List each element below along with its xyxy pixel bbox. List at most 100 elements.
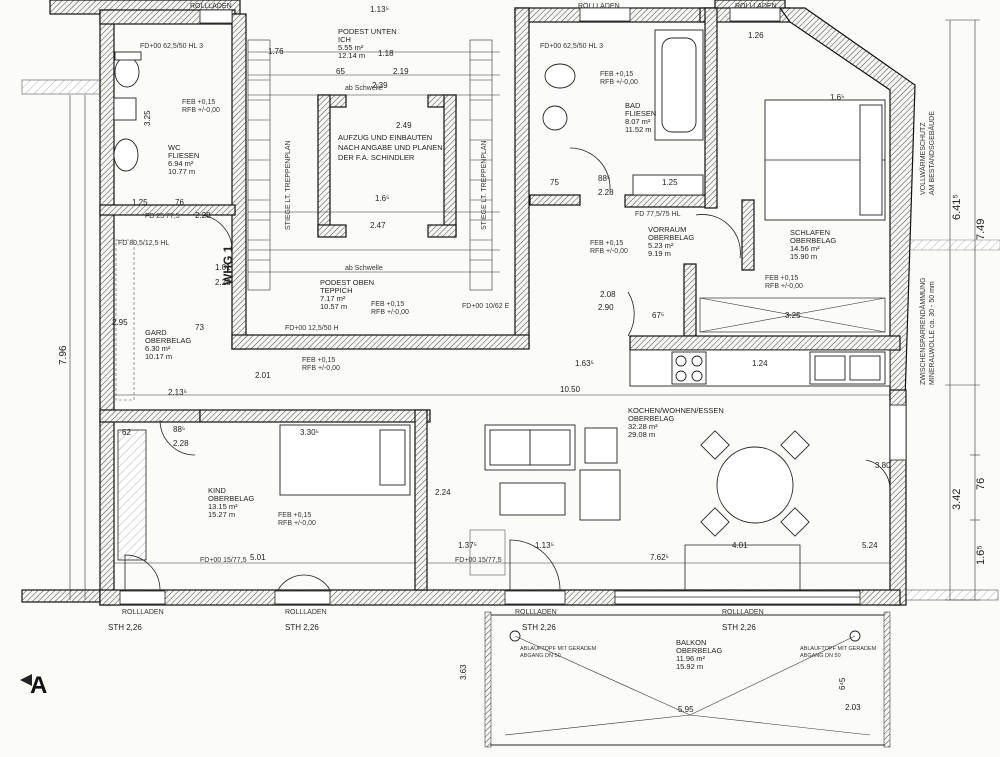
window-wc [199,9,233,24]
label-rollladen-2: ROLLLADEN [578,3,620,10]
outer-hatch-right-mid [904,239,1000,251]
fd-label-8: FD+00 15/77,5 [200,557,247,564]
svg-text:2.01: 2.01 [255,371,271,380]
gard-area1: 6.30 m² [145,344,171,353]
rfb-schlafen: RFB +/-0,00 [765,283,803,290]
elevator-wall-2 [317,94,331,236]
outer-wall-left-bottom [21,589,103,603]
note-daemmung-1: ZWISCHENSPARRENDÄMMUNG [919,277,927,385]
note-vollwaerme-1: VOLLWÄRMESCHUTZ [919,122,927,195]
rfb-wc: RFB +/-0,00 [182,107,220,114]
bad-sink-icon [542,105,568,131]
gard-area2: 10.17 m [145,352,172,361]
wall-bad-vorraum [529,194,581,206]
svg-text:3.30⁵: 3.30⁵ [300,428,319,437]
toilet-icon [114,56,140,88]
kochen-name: KOCHEN/WOHNEN/ESSEN [628,406,724,415]
podest-unten-area1: 5.55 m² [338,43,364,52]
door-schlafen [695,214,741,259]
label-sth-2: STH 2,26 [285,623,319,632]
svg-text:2.95: 2.95 [112,318,128,327]
vorraum-area2: 9.19 m [648,249,671,258]
label-stiege-right: STIEGE LT. TREPPENPLAN [481,140,488,230]
kind-wardrobe [117,429,147,561]
dim-right-top: 6.41⁵ [951,194,963,220]
label-schwelle-1: ab Schwelle [345,85,383,92]
wall-stair-bottom [231,334,530,350]
outer-hatch-left-top [21,79,101,95]
wall-left [99,9,115,606]
vorraum-area1: 5.23 m² [648,241,674,250]
wall-gard-kind-left [99,409,201,423]
vorraum-name: VORRAUM [648,225,686,234]
svg-text:6⁴5: 6⁴5 [838,677,847,690]
dining-chair-2 [780,430,810,460]
dim-right-76: 76 [975,478,987,490]
kind-area2: 15.27 m [208,510,235,519]
sink-icon [113,138,139,172]
feb-schlafen: FEB +0,15 [765,275,798,282]
wall-kind-wohnen [414,409,428,591]
dining-chair-4 [780,507,810,537]
dim-right-16: 1.6⁵ [975,545,987,565]
bad-name: BAD [625,101,641,110]
svg-text:1.01: 1.01 [215,263,231,272]
dining-chair-1 [700,430,730,460]
dim-kind-501: 5.01 [250,553,266,562]
door-balkon-1 [509,539,561,591]
dim-right-342: 3.42 [951,489,963,510]
fd-label-3: FD 25 77,5 [145,213,180,220]
svg-text:73: 73 [195,323,204,332]
kochen-floor: OBERBELAG [628,414,674,423]
rfb-vorraum: RFB +/-0,00 [590,248,628,255]
gard-name: GARD [145,328,167,337]
schlafen-area2: 15.90 m [790,252,817,261]
gard-wardrobe [115,239,135,401]
dim-left-796: 7.96 [58,345,69,365]
bad-shower [632,174,704,196]
svg-text:2.19: 2.19 [393,67,409,76]
svg-text:2.03: 2.03 [845,703,861,712]
schlafen-area1: 14.56 m² [790,244,820,253]
wall-wc-gard [99,204,236,216]
abluft-right-2: ABGANG DN 50 [800,653,841,659]
svg-text:62: 62 [122,428,131,437]
rfb-podest: RFB +/-0,00 [371,309,409,316]
dim-wohnen-1050: 10.50 [560,385,581,394]
feb-vorraum: FEB +0,15 [590,240,623,247]
bad-toilet-icon [544,63,576,89]
balkon-name: BALKON [676,638,706,647]
balkon-area1: 11.96 m² [676,654,706,663]
window-wohnen-side [889,404,907,461]
door-vorraum [627,291,635,337]
svg-text:1.76: 1.76 [268,47,284,56]
wall-vorraum-right [683,263,697,337]
label-rollladen-5: ROLLLADEN [285,609,327,616]
door-kind-window-2 [277,574,331,591]
window-kind-1 [119,590,166,605]
urinal-icon [113,97,137,121]
vorraum-floor: OBERBELAG [648,233,694,242]
bad-area1: 8.07 m² [625,117,651,126]
schlafen-name: SCHLAFEN [790,228,830,237]
podest-oben-floor: TEPPICH [320,286,353,295]
note-vollwaerme-2: AM BESTANDSGEBÄUDE [928,111,936,195]
wall-gard-kind [199,409,431,423]
rfb-kind: RFB +/-0,00 [278,520,316,527]
elevator-wall-3 [317,224,347,238]
svg-text:1.63⁵: 1.63⁵ [575,359,594,368]
fd-label-4: FD 80,5/12,5 HL [118,240,169,247]
label-rollladen-7: ROLLLADEN [722,609,764,616]
gard-floor: OBERBELAG [145,336,191,345]
feb-flur: FEB +0,15 [302,357,335,364]
door-kind [159,419,196,456]
misc-dimensions: 1.25 3.25 76 2.28 1.01 2.95 2.26 73 2.13… [112,5,891,712]
door-gard [199,214,233,251]
fd-label-2: FD+00 62,5/50 HL 3 [540,43,603,50]
podest-oben-name: PODEST OBEN [320,278,374,287]
label-rollladen-3: ROLLLADEN [735,3,777,10]
svg-text:1.25: 1.25 [132,198,148,207]
section-mark: A [30,672,47,699]
svg-text:76: 76 [175,198,184,207]
coffee-table [499,482,566,516]
